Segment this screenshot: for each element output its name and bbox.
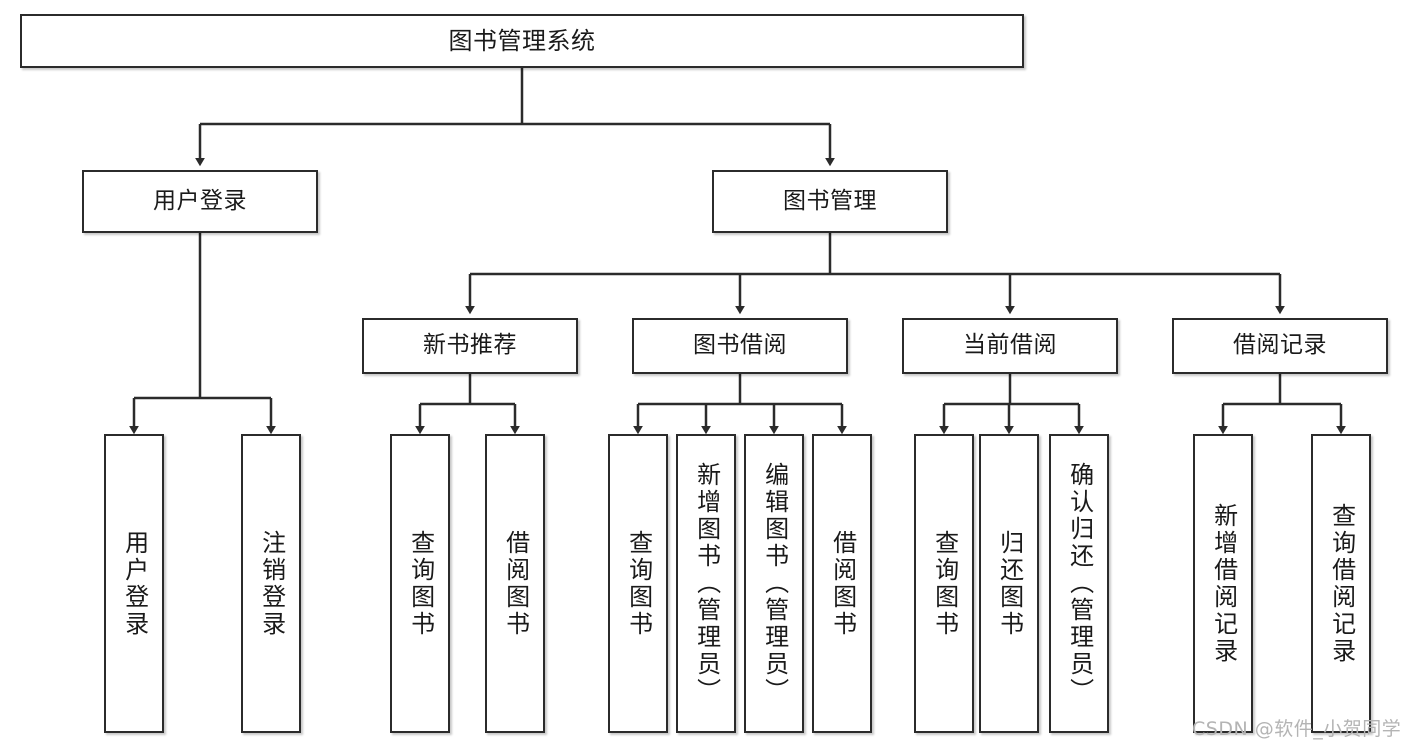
node-label: 图书借阅 — [693, 332, 787, 359]
node-label: 新增借阅记录 — [1209, 502, 1238, 665]
node-book-management[interactable]: 图书管理 — [712, 170, 948, 233]
leaf-record-add-record[interactable]: 新增借阅记录 — [1193, 434, 1253, 733]
leaf-record-query-record[interactable]: 查询借阅记录 — [1311, 434, 1371, 733]
csdn-watermark: CSDN @软件_小贺同学 — [1192, 718, 1402, 740]
node-label: 用户登录 — [153, 187, 247, 214]
node-label: 图书管理 — [783, 187, 877, 214]
node-label: 编辑图书（管理员） — [760, 462, 789, 705]
node-label: 查询图书 — [930, 529, 959, 638]
node-root-system[interactable]: 图书管理系统 — [20, 14, 1024, 68]
leaf-recommend-borrow-book[interactable]: 借阅图书 — [485, 434, 545, 733]
node-label: 借阅记录 — [1233, 332, 1327, 359]
leaf-borrow-query-book[interactable]: 查询图书 — [608, 434, 668, 733]
node-label: 新增图书（管理员） — [692, 462, 721, 705]
leaf-user-login-logout[interactable]: 注销登录 — [241, 434, 301, 733]
node-label: 查询借阅记录 — [1327, 502, 1356, 665]
node-label: 新书推荐 — [423, 332, 517, 359]
node-label: 查询图书 — [624, 529, 653, 638]
leaf-current-query-book[interactable]: 查询图书 — [914, 434, 974, 733]
leaf-borrow-edit-book-admin[interactable]: 编辑图书（管理员） — [744, 434, 804, 733]
node-label: 当前借阅 — [963, 332, 1057, 359]
leaf-borrow-borrow-book[interactable]: 借阅图书 — [812, 434, 872, 733]
node-label: 归还图书 — [995, 529, 1024, 638]
leaf-recommend-query-book[interactable]: 查询图书 — [390, 434, 450, 733]
node-label: 查询图书 — [406, 529, 435, 638]
node-label: 用户登录 — [120, 529, 149, 638]
leaf-borrow-add-book-admin[interactable]: 新增图书（管理员） — [676, 434, 736, 733]
node-label: 图书管理系统 — [448, 26, 596, 55]
node-label: 确认归还（管理员） — [1065, 462, 1094, 705]
node-label: 借阅图书 — [828, 529, 857, 638]
node-new-book-recommend[interactable]: 新书推荐 — [362, 318, 578, 374]
leaf-current-confirm-return-admin[interactable]: 确认归还（管理员） — [1049, 434, 1109, 733]
node-current-borrow[interactable]: 当前借阅 — [902, 318, 1118, 374]
node-label: 注销登录 — [257, 529, 286, 638]
node-borrow-record[interactable]: 借阅记录 — [1172, 318, 1388, 374]
node-label: 借阅图书 — [501, 529, 530, 638]
leaf-current-return-book[interactable]: 归还图书 — [979, 434, 1039, 733]
leaf-user-login-login[interactable]: 用户登录 — [104, 434, 164, 733]
node-user-login[interactable]: 用户登录 — [82, 170, 318, 233]
node-book-borrow[interactable]: 图书借阅 — [632, 318, 848, 374]
